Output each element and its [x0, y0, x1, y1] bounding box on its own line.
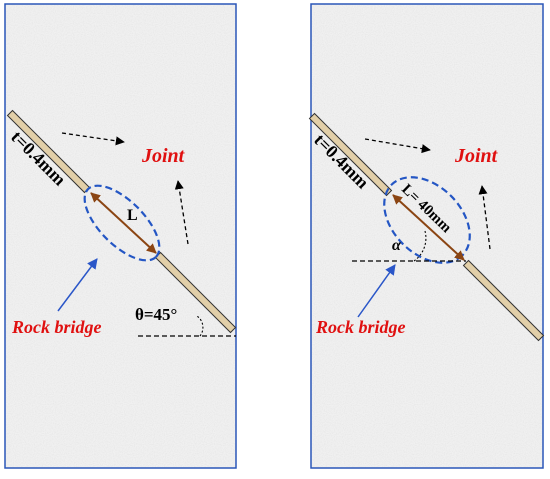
- left-joint-pointer-arrow-1: [61, 132, 125, 146]
- right-joint-label: Joint: [454, 145, 499, 167]
- left-joint-label: Joint: [141, 145, 186, 167]
- right-rock-bridge-label: Rock bridge: [315, 317, 406, 337]
- right-panel-border: [310, 3, 544, 469]
- left-panel-border: [4, 3, 237, 469]
- left-bridge-length-arrow: [90, 192, 157, 254]
- left-specimen-texture: [5, 4, 236, 468]
- left-angle-arc: [196, 315, 204, 337]
- right-angle-label: α: [392, 237, 402, 254]
- right-joint-pointer-arrow-2: [478, 185, 491, 250]
- left-joint-pointer-arrow-2: [174, 180, 189, 245]
- left-panel: t=0.4mm Joint L Rock bridge θ=45°: [4, 3, 237, 469]
- right-upper-joint: [308, 112, 393, 197]
- right-panel: t=0.4mm Joint L= 40mm Rock bridge α: [308, 3, 545, 469]
- right-joint-pointer-arrow-1: [364, 138, 431, 154]
- left-rock-bridge-arrow: [57, 258, 98, 312]
- left-bridge-length-label: L: [127, 207, 138, 224]
- right-bridge-length-arrow: [392, 194, 465, 261]
- left-angle-label: θ=45°: [135, 305, 177, 324]
- left-rock-bridge-label: Rock bridge: [11, 317, 102, 337]
- left-upper-joint: [6, 109, 91, 194]
- right-rock-bridge-arrow: [357, 264, 396, 318]
- right-lower-joint: [462, 259, 545, 342]
- right-specimen-texture: [311, 4, 543, 468]
- right-angle-arc: [413, 230, 427, 262]
